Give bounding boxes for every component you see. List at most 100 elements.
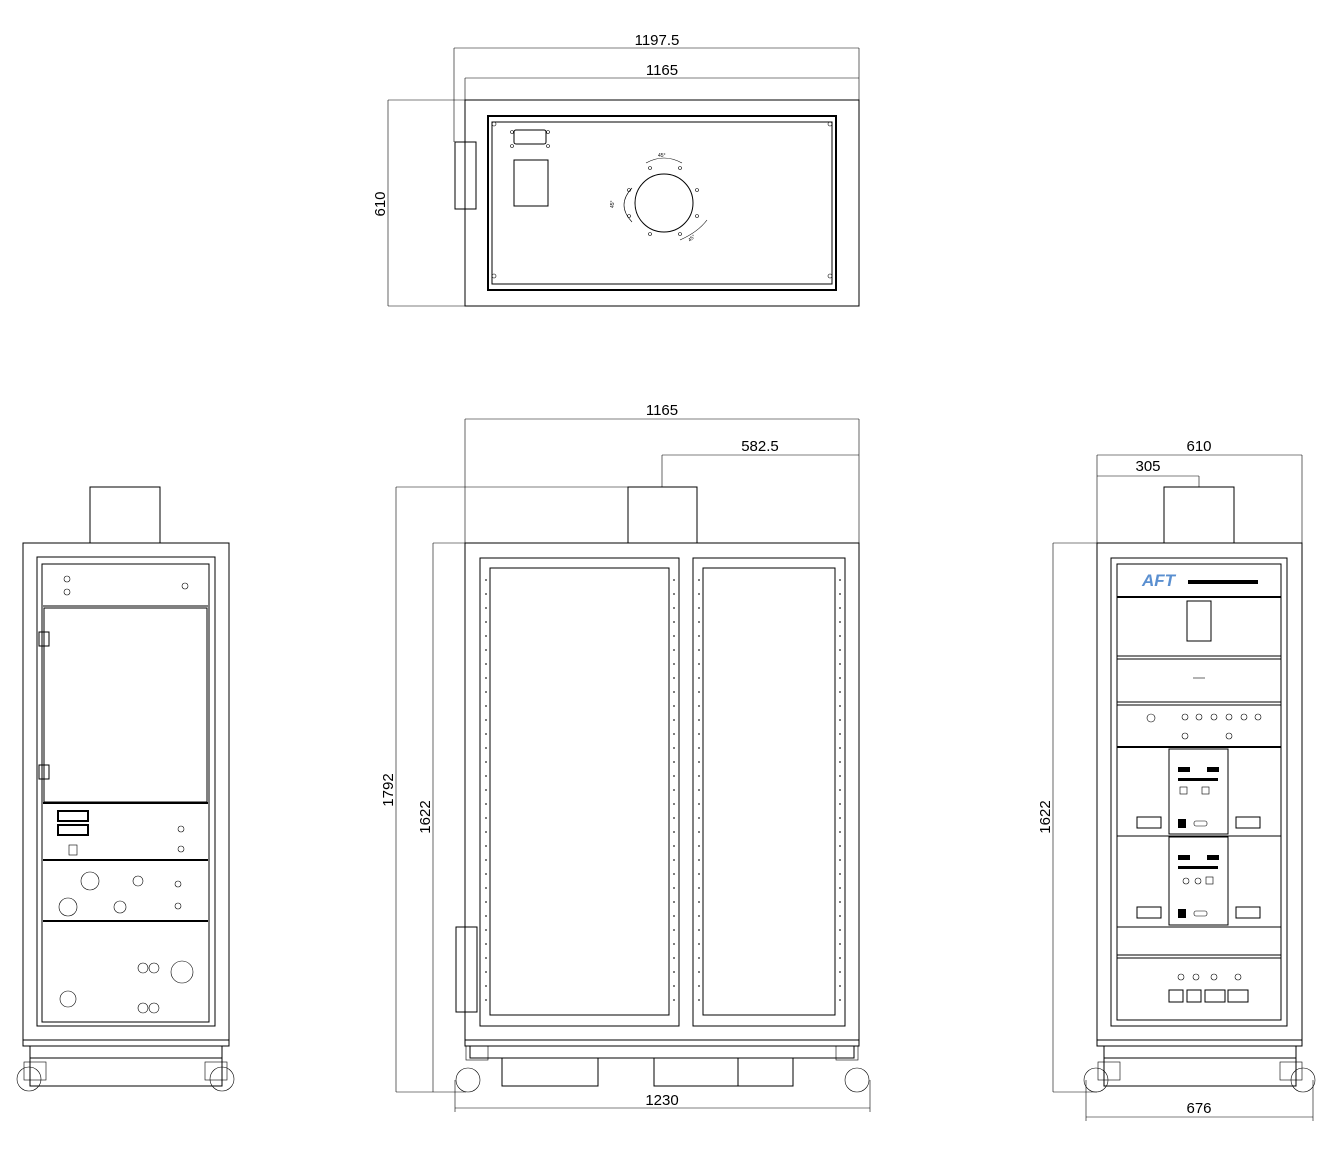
- side-controller-1: [1168, 748, 1229, 835]
- door-rivet: [673, 677, 675, 679]
- door-rivet: [698, 845, 700, 847]
- door-rivet: [839, 579, 841, 581]
- door-rivet: [485, 733, 487, 735]
- door-rivet: [485, 607, 487, 609]
- dim-depth: 610: [372, 191, 389, 216]
- door-rivet: [839, 593, 841, 595]
- dim-overall-width: 1197.5: [635, 32, 680, 49]
- door-rivet: [485, 803, 487, 805]
- door-rivet: [673, 635, 675, 637]
- door-rivet: [673, 691, 675, 693]
- door-rivet: [839, 915, 841, 917]
- door-rivet: [698, 985, 700, 987]
- door-rivet: [839, 943, 841, 945]
- door-rivet: [839, 789, 841, 791]
- door-rivet: [673, 789, 675, 791]
- door-rivet: [839, 817, 841, 819]
- door-rivet: [485, 635, 487, 637]
- door-rivet: [673, 663, 675, 665]
- front-outline: [464, 542, 860, 1041]
- left-chimney: [89, 486, 161, 544]
- door-rivet: [698, 579, 700, 581]
- side-logo: AFT: [1141, 571, 1177, 590]
- angle-label-top: 45°: [658, 153, 666, 159]
- door-rivet: [839, 719, 841, 721]
- door-rivet: [485, 775, 487, 777]
- door-rivet: [673, 901, 675, 903]
- door-rivet: [839, 873, 841, 875]
- door-rivet: [673, 831, 675, 833]
- door-rivet: [485, 901, 487, 903]
- left-base: [29, 1057, 223, 1087]
- door-rivet: [485, 593, 487, 595]
- door-rivet: [839, 733, 841, 735]
- door-rivet: [673, 915, 675, 917]
- left-hinge-top: [38, 631, 50, 647]
- door-rivet: [673, 873, 675, 875]
- top-lid: [487, 115, 837, 291]
- angle-label-bottom: 45°: [687, 234, 697, 243]
- door-rivet: [485, 887, 487, 889]
- door-rivet: [485, 831, 487, 833]
- side-chimney: [1163, 486, 1235, 544]
- door-rivet: [698, 593, 700, 595]
- door-rivet: [698, 705, 700, 707]
- door-rivet: [485, 719, 487, 721]
- door-rivet: [698, 915, 700, 917]
- door-rivet: [485, 691, 487, 693]
- side-view: 610 305 1622 AFT: [1037, 438, 1316, 1121]
- left-door-panel: [43, 607, 208, 803]
- front-door-left: [479, 557, 680, 1027]
- door-rivet: [698, 663, 700, 665]
- door-rivet: [485, 859, 487, 861]
- top-view: 1197.5 1165 610 45° 45° 45°: [372, 32, 860, 307]
- door-rivet: [698, 649, 700, 651]
- door-rivet: [698, 901, 700, 903]
- door-rivet: [839, 761, 841, 763]
- door-rivet: [839, 607, 841, 609]
- door-rivet: [839, 705, 841, 707]
- front-chimney: [627, 486, 698, 544]
- door-rivet: [839, 691, 841, 693]
- door-rivet: [698, 957, 700, 959]
- door-rivet: [698, 621, 700, 623]
- front-caster-right: [844, 1067, 870, 1093]
- dim-front-base-width: 1230: [645, 1092, 678, 1109]
- left-outline: [22, 542, 230, 1041]
- door-rivet: [485, 971, 487, 973]
- door-rivet: [485, 957, 487, 959]
- side-base: [1103, 1057, 1297, 1087]
- dim-front-half-width: 582.5: [741, 438, 779, 455]
- door-rivet: [485, 663, 487, 665]
- door-rivet: [698, 873, 700, 875]
- door-rivet: [839, 985, 841, 987]
- door-rivet: [485, 649, 487, 651]
- dim-total-height: 1792: [380, 773, 397, 806]
- door-rivet: [673, 649, 675, 651]
- left-view: [16, 486, 235, 1092]
- door-rivet: [485, 915, 487, 917]
- door-rivet: [839, 803, 841, 805]
- side-controller-2: [1168, 836, 1229, 926]
- door-rivet: [698, 929, 700, 931]
- front-base-skid: [470, 1057, 854, 1087]
- door-rivet: [673, 607, 675, 609]
- door-rivet: [673, 957, 675, 959]
- door-rivet: [485, 579, 487, 581]
- door-rivet: [673, 803, 675, 805]
- door-rivet: [698, 803, 700, 805]
- front-door-rivets: [485, 579, 841, 1001]
- door-rivet: [698, 831, 700, 833]
- door-rivet: [839, 677, 841, 679]
- door-rivet: [839, 621, 841, 623]
- door-rivet: [698, 817, 700, 819]
- door-rivet: [485, 677, 487, 679]
- door-rivet: [673, 733, 675, 735]
- door-rivet: [673, 705, 675, 707]
- door-rivet: [698, 607, 700, 609]
- left-caster-left: [16, 1066, 42, 1092]
- door-rivet: [698, 691, 700, 693]
- dim-front-cabinet-height: 1622: [417, 800, 434, 833]
- door-rivet: [485, 929, 487, 931]
